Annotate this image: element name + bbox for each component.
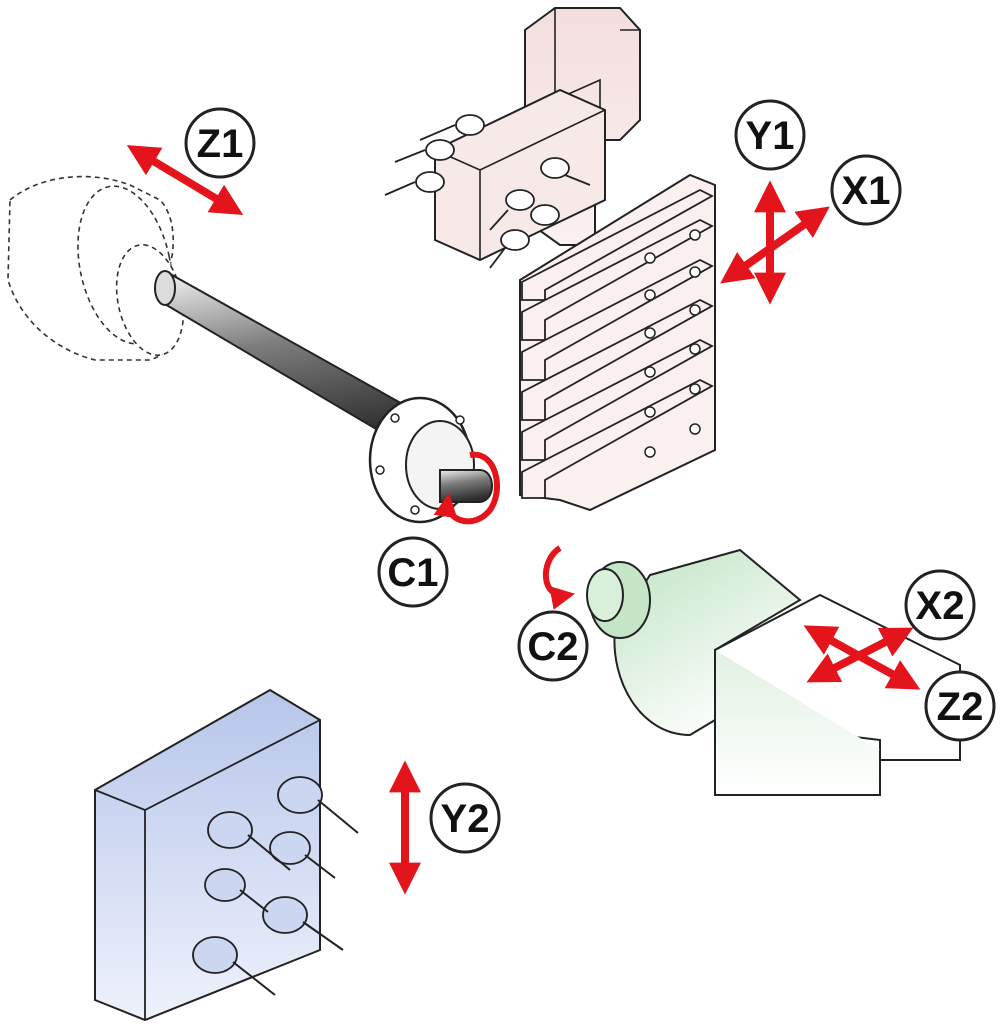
sub-spindle xyxy=(586,548,961,796)
c1-rotation-arrow-icon xyxy=(433,451,500,525)
svg-text:Z2: Z2 xyxy=(937,685,984,729)
lower-tool-holders xyxy=(192,776,323,974)
axis-label-x2: X2 xyxy=(904,569,976,641)
c2-rotation-arrow-icon xyxy=(543,545,576,610)
svg-text:Y2: Y2 xyxy=(441,797,490,841)
z2-double-arrow-icon xyxy=(803,625,921,690)
axis-label-c1: C1 xyxy=(377,536,449,608)
axis-label-c2: C2 xyxy=(517,610,589,682)
axis-label-z2: Z2 xyxy=(924,670,996,742)
axis-label-x1: X1 xyxy=(830,154,902,226)
svg-text:Z1: Z1 xyxy=(197,122,244,166)
z1-double-arrow-icon xyxy=(126,145,244,215)
lower-drills xyxy=(232,799,359,996)
main-spindle-flange xyxy=(368,396,493,524)
svg-text:X2: X2 xyxy=(916,584,965,628)
axis-label-y2: Y2 xyxy=(429,782,501,854)
lower-tool-block xyxy=(94,688,359,1022)
svg-text:Y1: Y1 xyxy=(746,114,795,158)
axis-label-y1: Y1 xyxy=(734,99,806,171)
svg-text:C2: C2 xyxy=(527,625,578,669)
svg-text:C1: C1 xyxy=(387,551,438,595)
gang-bolts xyxy=(644,229,701,458)
svg-text:X1: X1 xyxy=(842,169,891,213)
axis-label-z1: Z1 xyxy=(184,107,256,179)
turret-tool-holders xyxy=(384,114,591,269)
main-spindle-headstock xyxy=(7,175,185,361)
x1-double-arrow-icon xyxy=(720,206,830,284)
gang-tool-slots xyxy=(521,188,714,499)
upper-turret xyxy=(384,7,716,512)
